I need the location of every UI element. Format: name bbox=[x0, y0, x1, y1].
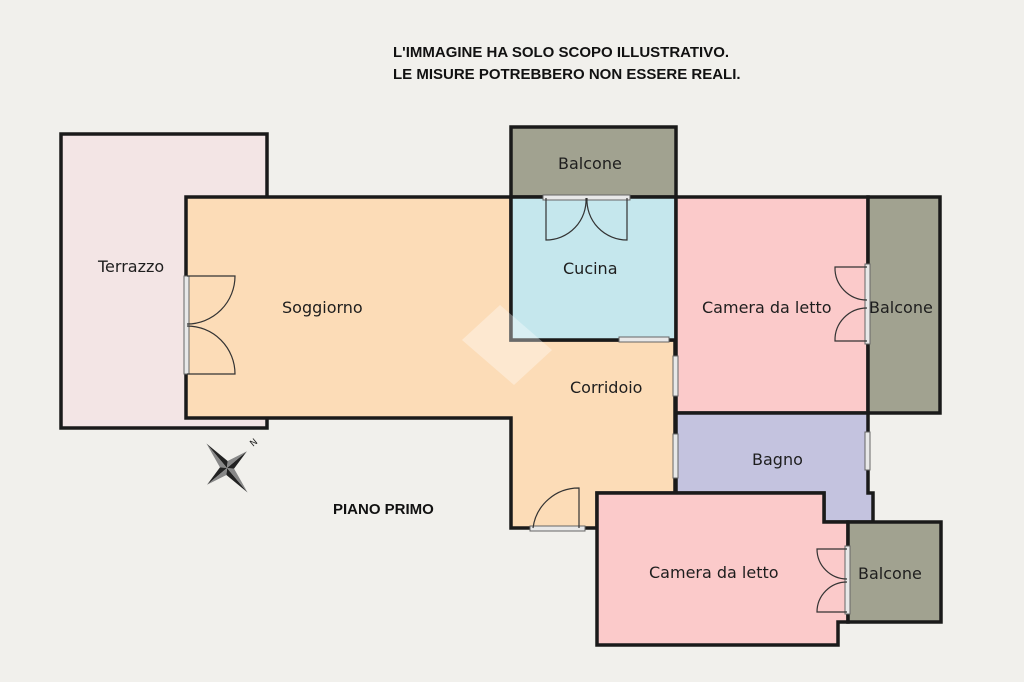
room-balcone-top bbox=[509, 125, 678, 199]
disclaimer-line-1: L'IMMAGINE HA SOLO SCOPO ILLUSTRATIVO. bbox=[393, 44, 729, 61]
label-corridoio: Corridoio bbox=[570, 378, 642, 397]
disclaimer-line-2: LE MISURE POTREBBERO NON ESSERE REALI. bbox=[393, 66, 741, 83]
door-cucina-corridoio bbox=[618, 336, 670, 343]
door-camera-1-balcone bbox=[834, 263, 871, 345]
label-balcone-right: Balcone bbox=[869, 298, 933, 317]
room-balcone-right bbox=[866, 195, 942, 415]
label-camera-1: Camera da letto bbox=[702, 298, 832, 317]
door-camera-2-balcone bbox=[816, 545, 851, 615]
room-balcone-bottom bbox=[846, 520, 943, 624]
door-terrazzo-soggiorno bbox=[183, 275, 236, 375]
room-camera-1 bbox=[674, 195, 870, 415]
compass-icon bbox=[206, 443, 248, 493]
label-cucina: Cucina bbox=[563, 259, 618, 278]
door-corridoio-camera-1 bbox=[672, 355, 679, 397]
label-terrazzo: Terrazzo bbox=[97, 257, 164, 276]
room-cucina bbox=[509, 195, 678, 342]
window-bagno bbox=[864, 431, 871, 471]
label-soggiorno: Soggiorno bbox=[282, 298, 363, 317]
label-balcone-top: Balcone bbox=[558, 154, 622, 173]
label-balcone-bottom: Balcone bbox=[858, 564, 922, 583]
compass-north-label: N bbox=[249, 437, 261, 449]
door-corridoio-bagno bbox=[672, 433, 679, 479]
watermark-logo bbox=[462, 305, 552, 385]
door-entrance bbox=[529, 487, 586, 532]
door-balcone-cucina bbox=[542, 194, 631, 241]
label-camera-2: Camera da letto bbox=[649, 563, 779, 582]
floor-name: PIANO PRIMO bbox=[333, 501, 434, 518]
label-bagno: Bagno bbox=[752, 450, 803, 469]
